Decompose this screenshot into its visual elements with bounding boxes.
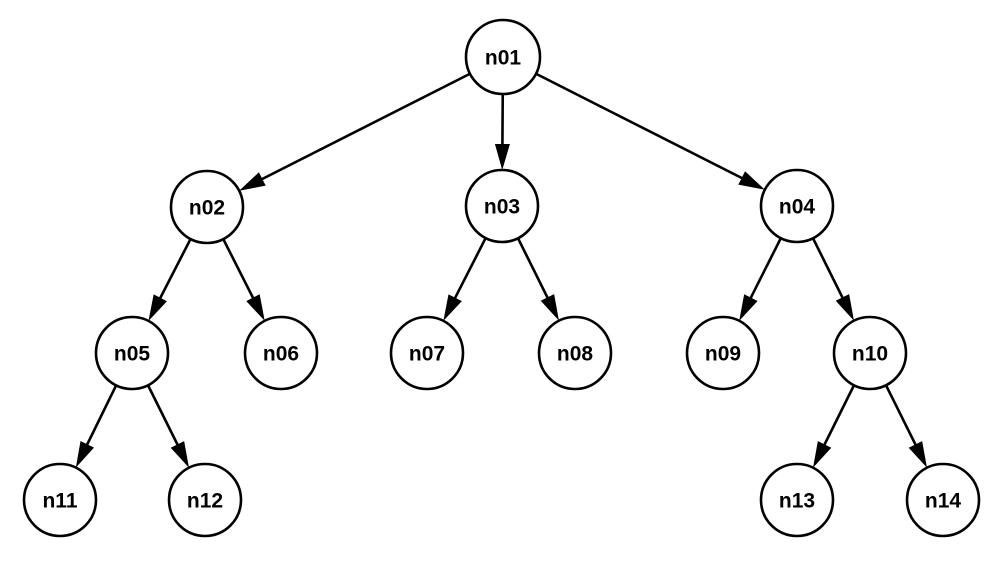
- node-circle[interactable]: [389, 315, 465, 391]
- edge-n02-n06: [222, 238, 265, 321]
- nodes-layer: n01 n02 n03 n04 n05 n06 n07 n08 n09 n10 n11 n12 n13 n…: [22, 18, 981, 538]
- node-label: n14: [925, 490, 962, 513]
- edge-n02-n05: [148, 238, 192, 321]
- node-label: n10: [852, 343, 888, 366]
- edge-line: [453, 237, 487, 301]
- tree-node-n02[interactable]: n02: [169, 169, 245, 245]
- node-circle[interactable]: [685, 315, 761, 391]
- node-circle[interactable]: [905, 462, 981, 538]
- edge-n01-n03: [494, 93, 510, 170]
- arrowhead-icon: [908, 441, 927, 468]
- tree-node-n06[interactable]: n06: [243, 315, 319, 391]
- arrowhead-icon: [494, 143, 510, 170]
- tree-node-n04[interactable]: n04: [759, 168, 835, 244]
- edge-line: [811, 237, 845, 300]
- edges-layer: [75, 72, 927, 468]
- arrowhead-icon: [443, 294, 462, 321]
- arrowhead-icon: [540, 294, 559, 321]
- tree-node-n12[interactable]: n12: [167, 462, 243, 538]
- node-label: n04: [779, 196, 816, 219]
- edge-line: [748, 237, 782, 300]
- node-circle[interactable]: [537, 315, 613, 391]
- tree-node-n07[interactable]: n07: [389, 315, 465, 391]
- edge-line: [884, 384, 918, 447]
- edge-n10-n13: [813, 384, 856, 468]
- edge-n01-n02: [239, 72, 471, 191]
- node-label: n07: [409, 343, 445, 366]
- tree-node-n10[interactable]: n10: [832, 315, 908, 391]
- edge-n03-n07: [443, 237, 487, 321]
- node-circle[interactable]: [464, 18, 542, 96]
- edge-line: [259, 72, 471, 182]
- tree-node-n09[interactable]: n09: [685, 315, 761, 391]
- node-label: n11: [42, 490, 77, 513]
- node-label: n01: [485, 47, 522, 70]
- arrowhead-icon: [246, 294, 265, 321]
- edge-n03-n08: [516, 237, 559, 321]
- tree-node-n11[interactable]: n11: [22, 462, 98, 538]
- arrowhead-icon: [75, 441, 95, 468]
- node-circle[interactable]: [94, 315, 170, 391]
- edge-n05-n12: [146, 384, 189, 468]
- tree-node-n14[interactable]: n14: [905, 462, 981, 538]
- arrowhead-icon: [835, 294, 854, 321]
- edge-line: [158, 238, 192, 301]
- node-label: n13: [779, 490, 815, 513]
- tree-node-n05[interactable]: n05: [94, 315, 170, 391]
- edge-n04-n10: [811, 237, 854, 321]
- node-label: n02: [189, 197, 225, 220]
- node-label: n05: [114, 343, 151, 366]
- arrowhead-icon: [148, 294, 167, 321]
- arrowhead-icon: [239, 172, 266, 191]
- arrowhead-icon: [738, 171, 765, 190]
- node-label: n08: [557, 343, 594, 366]
- edge-n01-n04: [535, 72, 765, 190]
- edge-line: [222, 238, 256, 301]
- tree-node-n13[interactable]: n13: [759, 462, 835, 538]
- arrowhead-icon: [813, 441, 832, 468]
- node-circle[interactable]: [759, 462, 835, 538]
- node-label: n12: [187, 490, 223, 513]
- tree-node-n03[interactable]: n03: [464, 168, 540, 244]
- edge-n10-n14: [884, 384, 927, 468]
- node-label: n09: [705, 343, 741, 366]
- node-circle[interactable]: [243, 315, 319, 391]
- edge-n04-n09: [739, 237, 782, 321]
- node-label: n03: [484, 196, 520, 219]
- arrowhead-icon: [170, 441, 189, 468]
- edge-line: [146, 384, 180, 447]
- edge-n05-n11: [75, 384, 118, 468]
- node-circle[interactable]: [167, 462, 243, 538]
- node-circle[interactable]: [759, 168, 835, 244]
- tree-node-n01[interactable]: n01: [464, 18, 542, 96]
- node-label: n06: [263, 343, 299, 366]
- node-circle[interactable]: [464, 168, 540, 244]
- node-circle[interactable]: [169, 169, 245, 245]
- edge-line: [516, 237, 550, 300]
- edge-line: [822, 384, 856, 447]
- edge-line: [535, 72, 745, 181]
- edge-line: [85, 384, 118, 447]
- node-circle[interactable]: [832, 315, 908, 391]
- arrowhead-icon: [739, 294, 758, 321]
- node-circle[interactable]: [22, 462, 98, 538]
- tree-node-n08[interactable]: n08: [537, 315, 613, 391]
